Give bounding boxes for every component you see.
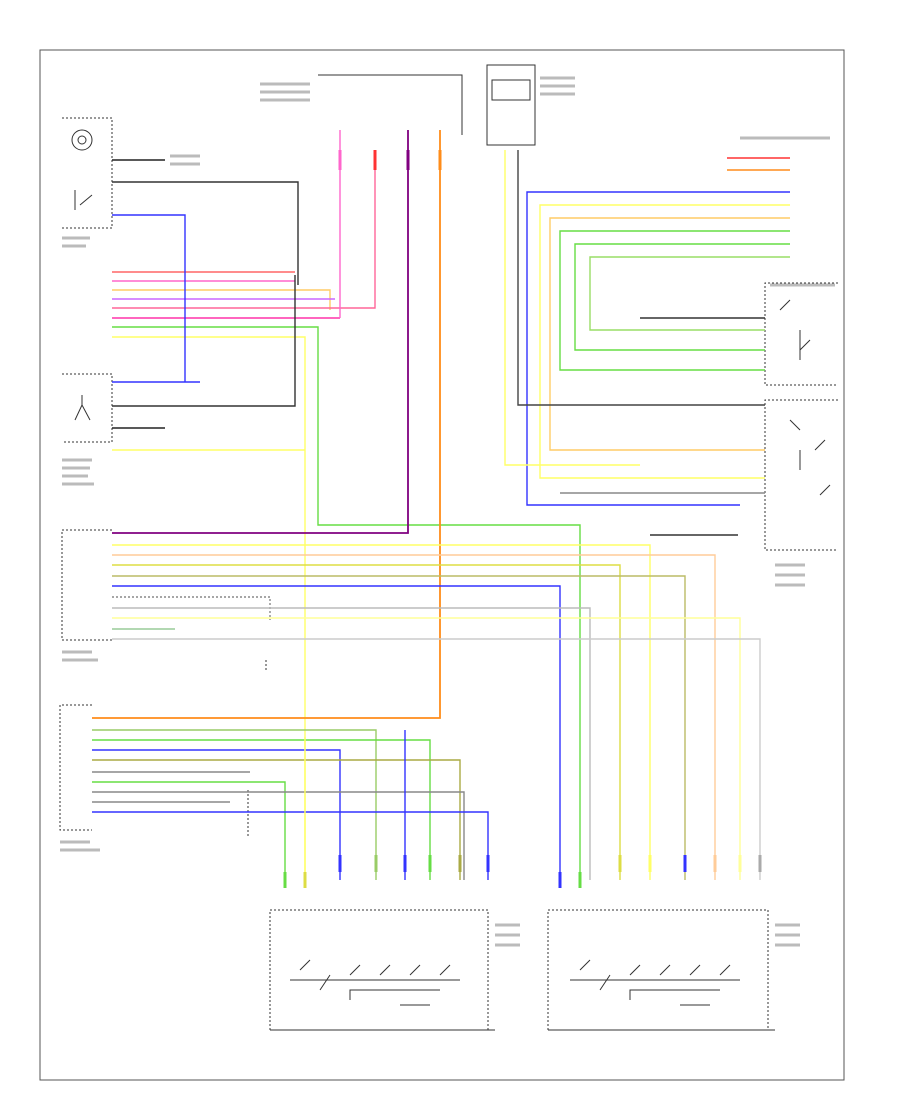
wire-green-1 bbox=[112, 326, 581, 880]
wire-yellow-8 bbox=[504, 150, 640, 466]
wire-blue-4 bbox=[92, 749, 341, 880]
wire-black-5 bbox=[517, 150, 765, 406]
wire-black-2 bbox=[112, 181, 299, 285]
wire-blue-7 bbox=[526, 191, 790, 506]
wire-black-3 bbox=[112, 275, 296, 407]
trunk-switch-indicator-icon bbox=[71, 129, 93, 151]
rf-switch-bus bbox=[290, 979, 460, 1006]
wire-olive-2 bbox=[92, 759, 461, 880]
components bbox=[59, 64, 838, 1031]
right-lower-switch-blades bbox=[789, 419, 831, 496]
wire-green-4 bbox=[92, 739, 431, 880]
right-upper-switch bbox=[764, 282, 838, 386]
wire-orange-2 bbox=[92, 130, 441, 719]
wire-green-8 bbox=[589, 256, 790, 331]
right-seat-module bbox=[59, 704, 92, 831]
diagram-border bbox=[39, 49, 845, 1081]
trunk-switch-indicator-core-icon bbox=[77, 135, 87, 145]
wire-gray-2 bbox=[112, 607, 591, 880]
wire-green-5 bbox=[92, 781, 286, 880]
wire-blue-1 bbox=[112, 214, 186, 382]
left-front-seat-motor bbox=[547, 909, 769, 1030]
top-connector bbox=[318, 74, 463, 135]
wire-yellow-5 bbox=[112, 617, 741, 880]
wire-red-2 bbox=[112, 155, 376, 309]
wires bbox=[92, 130, 790, 880]
lf-switch-bus bbox=[570, 979, 740, 1006]
wire-orange-5 bbox=[549, 217, 790, 451]
top-right-module bbox=[486, 64, 536, 146]
wire-green-7 bbox=[574, 243, 790, 351]
lf-switch-blades bbox=[579, 959, 731, 991]
right-lower-switch bbox=[764, 399, 838, 551]
wire-violet-2 bbox=[112, 130, 409, 534]
switch-contacts bbox=[74, 190, 831, 1006]
wire-gray-3 bbox=[112, 638, 761, 880]
wire-gray-5 bbox=[92, 791, 465, 880]
wire-orange-3 bbox=[112, 554, 716, 880]
wire-yellow-4 bbox=[112, 564, 621, 880]
label-placeholders bbox=[60, 76, 835, 947]
wire-green-6 bbox=[559, 230, 790, 371]
wire-orange-1 bbox=[112, 289, 331, 310]
wire-gray-1 bbox=[112, 596, 271, 620]
lock-actuator-symbol bbox=[74, 395, 91, 421]
right-upper-switch-blades bbox=[779, 299, 811, 360]
lock-actuator-component bbox=[62, 373, 113, 443]
trunk-switch-component bbox=[62, 117, 113, 229]
wire-olive-1 bbox=[112, 575, 686, 880]
wire-green-3 bbox=[92, 729, 377, 880]
wire-yellow-3 bbox=[112, 544, 651, 880]
top-right-module-inner bbox=[491, 79, 531, 101]
right-front-seat-motor bbox=[269, 909, 489, 1030]
trunk-switch-symbol bbox=[74, 190, 93, 210]
left-seat-module bbox=[61, 529, 112, 641]
rf-switch-blades bbox=[299, 959, 451, 991]
wire-blue-3 bbox=[112, 585, 561, 880]
connector-pins bbox=[283, 150, 762, 888]
wire-yellow-1 bbox=[112, 336, 306, 880]
wire-yellow-7 bbox=[539, 204, 790, 479]
